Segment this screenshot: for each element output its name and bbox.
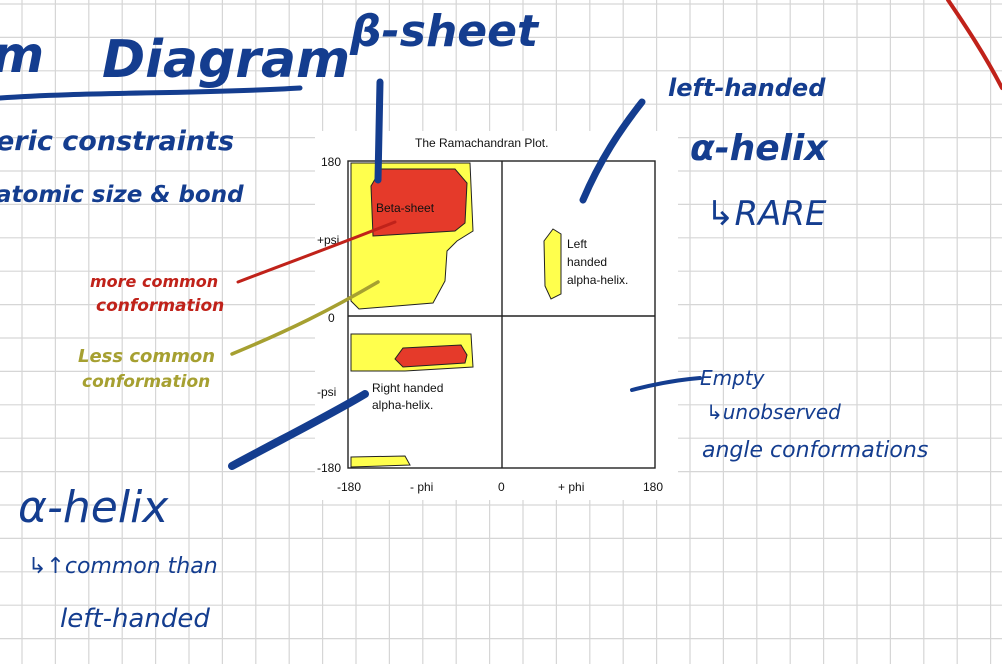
x-tick-0: 0 xyxy=(498,480,505,494)
alpha-left-handed-note: left-handed xyxy=(60,604,210,634)
angle-conformations-note: angle conformations xyxy=(702,438,929,463)
x-tick-minus-phi: - phi xyxy=(410,480,434,494)
y-tick-180: 180 xyxy=(321,155,342,169)
beta-core-region xyxy=(370,168,468,237)
atomic-size-note: atomic size & bond xyxy=(0,182,244,208)
plot-title: The Ramachandran Plot. xyxy=(415,136,549,150)
less-common-note-1: Less common xyxy=(78,346,216,367)
y-tick-plus-psi: +psi xyxy=(317,233,340,247)
constraints-note: eric constraints xyxy=(0,126,235,157)
rare-note: ↳RARE xyxy=(706,194,827,234)
alpha-right-core-region xyxy=(394,344,468,368)
left-handed-note: left-handed xyxy=(668,74,826,102)
left-handed-label-1: Left xyxy=(567,237,588,251)
right-handed-label-2: alpha-helix. xyxy=(372,398,434,412)
left-handed-alpha-note: α-helix xyxy=(690,128,828,169)
x-tick-plus-phi: + phi xyxy=(558,480,585,494)
alpha-helix-note: α-helix xyxy=(18,482,169,533)
bottom-allowed-region xyxy=(350,455,411,468)
alpha-common-note: ↳↑common than xyxy=(28,554,218,579)
x-tick-180: 180 xyxy=(643,480,664,494)
right-handed-label-1: Right handed xyxy=(372,381,444,395)
left-handed-label-2: handed xyxy=(567,255,608,269)
less-common-note-2: conformation xyxy=(82,372,211,392)
plot-svg xyxy=(347,160,656,469)
more-common-note-1: more common xyxy=(90,272,219,291)
beta-sheet-note: β-sheet xyxy=(350,6,538,57)
title-fragment: m xyxy=(0,26,44,84)
alpha-left-allowed-region xyxy=(543,228,562,300)
ramachandran-plot: The Ramachandran Plot. 180 +psi 0 -psi -… xyxy=(315,131,678,500)
x-tick-minus-180: -180 xyxy=(337,480,362,494)
title-word: Diagram xyxy=(102,30,351,90)
unobserved-note: ↳unobserved xyxy=(706,400,841,424)
y-tick-minus-psi: -psi xyxy=(317,385,337,399)
more-common-note-2: conformation xyxy=(96,296,225,316)
beta-sheet-label: Beta-sheet xyxy=(376,201,435,215)
left-handed-label-3: alpha-helix. xyxy=(567,273,629,287)
y-tick-0: 0 xyxy=(328,311,335,325)
y-tick-minus-180: -180 xyxy=(317,461,342,475)
empty-note: Empty xyxy=(700,366,765,390)
